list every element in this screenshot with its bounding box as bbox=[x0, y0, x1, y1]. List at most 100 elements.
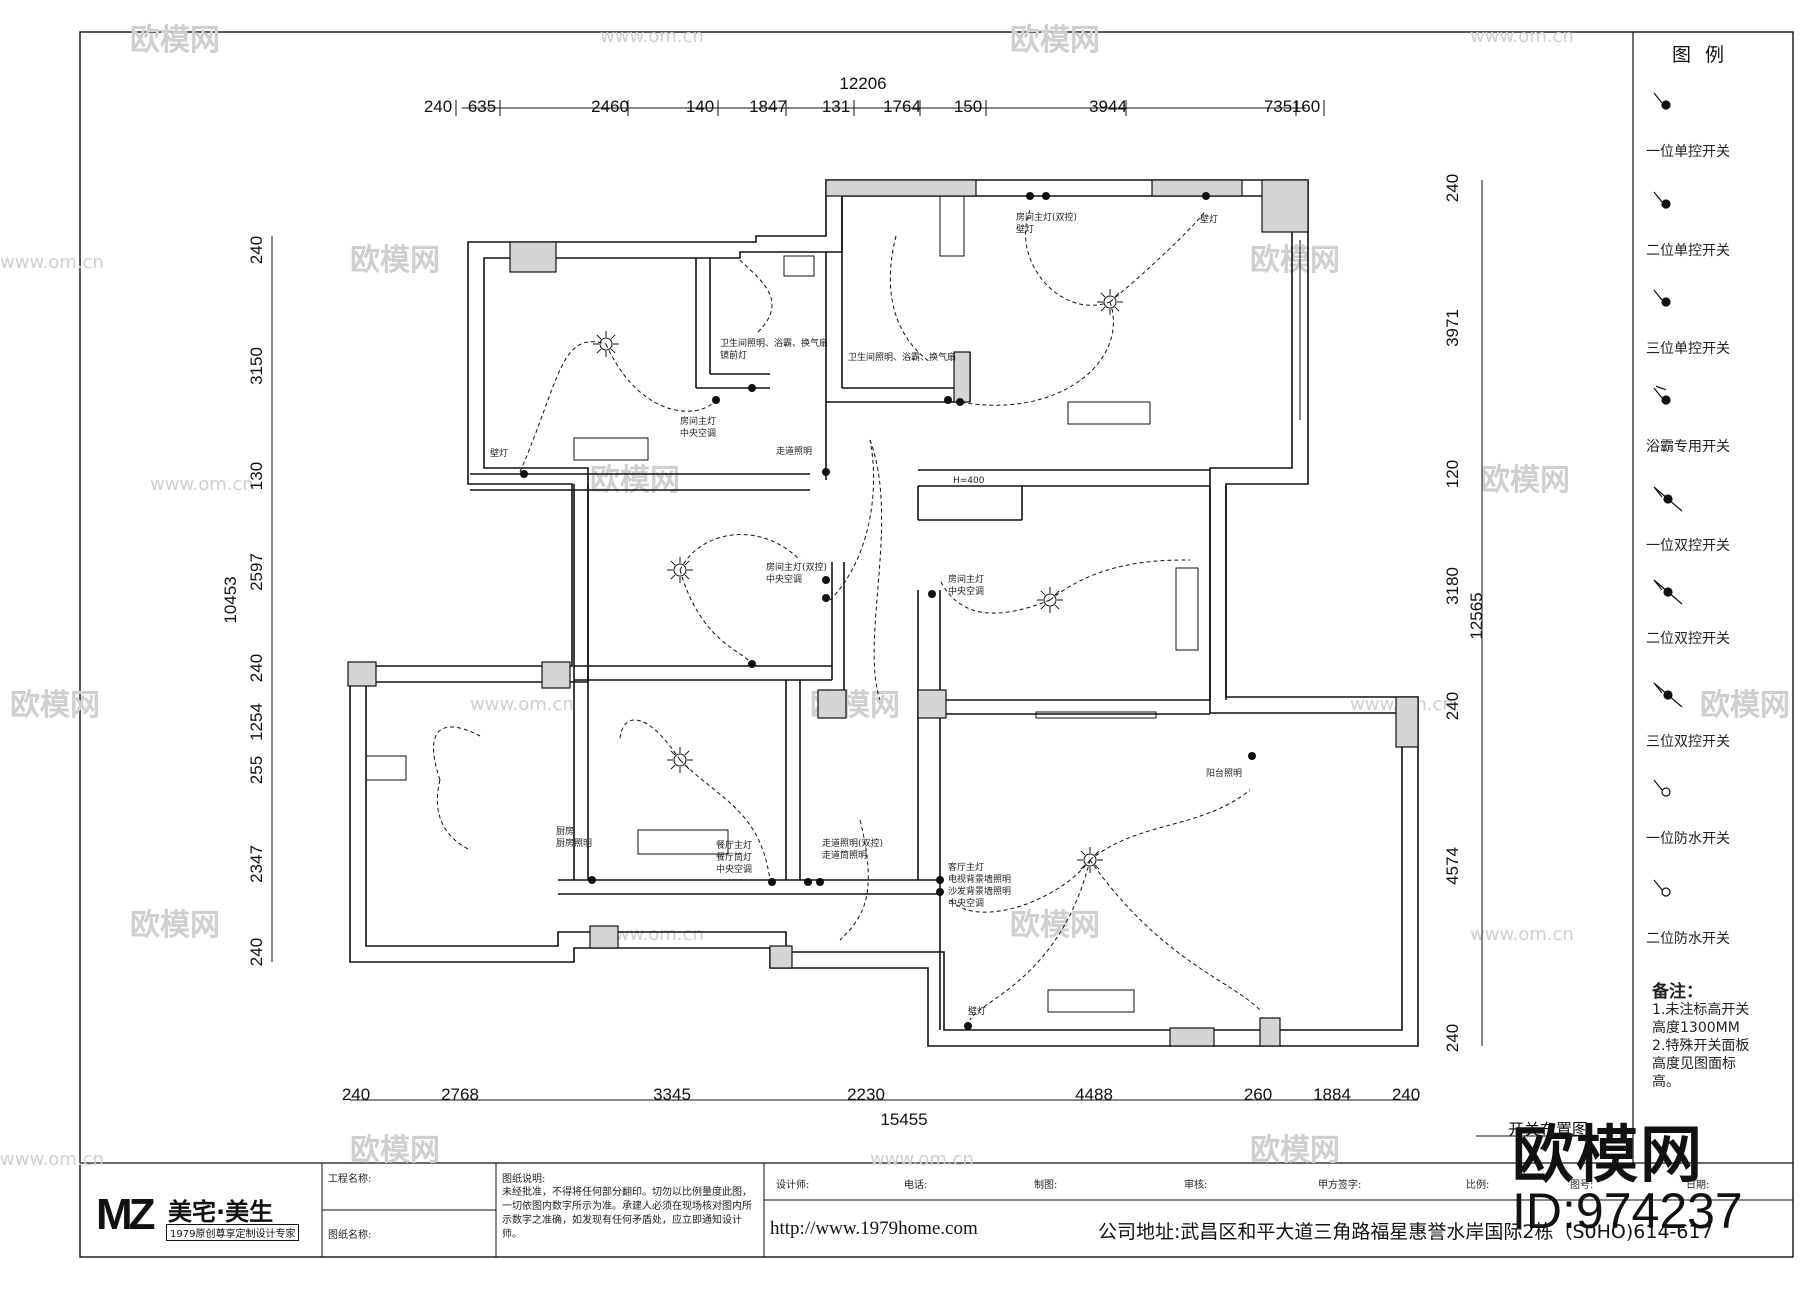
watermark-tile: 欧模网 bbox=[590, 463, 680, 498]
sheet-frame bbox=[79, 31, 1794, 1258]
dim-bottom-segment: 4488 bbox=[1075, 1085, 1113, 1104]
dim-top-segment: 150 bbox=[954, 97, 982, 116]
column bbox=[769, 945, 793, 969]
watermark-tile: 欧模网 bbox=[10, 688, 100, 723]
reviewer-label: 审核: bbox=[1184, 1180, 1208, 1191]
wiring-arc bbox=[433, 726, 481, 781]
designer-label: 设计师: bbox=[776, 1180, 810, 1191]
watermark-domain: www.om.cn bbox=[150, 474, 254, 495]
column bbox=[1169, 1027, 1215, 1047]
label-wall-lamp-nw: 壁灯 bbox=[490, 447, 508, 459]
label-bath1: 卫生间照明、浴霸、换气扇 bbox=[720, 337, 828, 349]
dim-left-total: 10453 bbox=[221, 576, 240, 623]
dim-top-segment: 2460 bbox=[591, 97, 629, 116]
switch-dot bbox=[712, 396, 720, 404]
wiring-arc bbox=[949, 859, 1091, 913]
scale-label: 比例: bbox=[1466, 1180, 1490, 1191]
ceiling-light-icon bbox=[1037, 587, 1063, 613]
switch-dot bbox=[936, 888, 944, 896]
drafter-label: 制图: bbox=[1034, 1180, 1058, 1191]
wiring-arc bbox=[839, 819, 869, 941]
legend-item-label: 三位双控开关 bbox=[1646, 734, 1730, 750]
watermark-tile: 欧模网 bbox=[1010, 908, 1100, 943]
column bbox=[825, 179, 977, 197]
switch-dot bbox=[964, 1022, 972, 1030]
wiring-arc bbox=[1089, 859, 1261, 1011]
watermark-tile: 欧模网 bbox=[130, 908, 220, 943]
phone-label: 电话: bbox=[904, 1180, 928, 1191]
room-labels: H=400 卫生间照明、浴霸、换气扇 镜前灯 卫生间照明、浴霸、换气扇 房间主灯… bbox=[490, 211, 1242, 1017]
watermark-domain: www.om.cn bbox=[600, 26, 704, 47]
watermark-tile: 欧模网 bbox=[1250, 1133, 1340, 1168]
dim-left-segment: 240 bbox=[247, 654, 266, 682]
wiring-arc bbox=[519, 341, 607, 473]
company-logo: MZ 美宅·美生 1979原创尊享定制设计专家 bbox=[96, 1190, 308, 1242]
legend-item-label: 二位单控开关 bbox=[1646, 243, 1730, 259]
wardrobe bbox=[1175, 567, 1199, 651]
wiring-arc bbox=[605, 343, 717, 412]
ceiling-light-icon bbox=[593, 331, 619, 357]
drawing-notes-body: 未经批准，不得将任何部分翻印。切勿以比例量度此图，一切依图内数字所示为准。承建人… bbox=[502, 1187, 752, 1240]
dim-left-segment: 1254 bbox=[247, 703, 266, 741]
label-room-nw: 房间主灯 bbox=[680, 415, 716, 427]
ceiling-light-icon bbox=[1097, 289, 1123, 315]
legend-item-label: 二位双控开关 bbox=[1646, 631, 1730, 647]
structural-columns bbox=[347, 179, 1419, 1047]
title-block-grid bbox=[321, 1135, 1793, 1257]
switch-dot bbox=[816, 878, 824, 886]
label-dining: 餐厅主灯 bbox=[716, 839, 752, 851]
watermark-layer: 欧模网欧模网欧模网欧模网欧模网欧模网欧模网欧模网欧模网欧模网欧模网欧模网欧模网w… bbox=[0, 23, 1790, 1170]
wiring-arc bbox=[869, 439, 883, 701]
watermark-tile: 欧模网 bbox=[1010, 23, 1100, 58]
label-room-mid: 房间主灯(双控) bbox=[766, 561, 827, 573]
dim-bottom-segment: 260 bbox=[1244, 1085, 1272, 1104]
label-room-ne-b: 壁灯 bbox=[1016, 223, 1034, 235]
legend-item-label: 二位防水开关 bbox=[1646, 931, 1730, 947]
dim-right-segment: 120 bbox=[1443, 460, 1462, 488]
legend-item-label: 一位双控开关 bbox=[1646, 538, 1730, 554]
legend-item-label: 浴霸专用开关 bbox=[1646, 439, 1730, 455]
outer-wall bbox=[349, 179, 1419, 1047]
switch-dot bbox=[1042, 192, 1050, 200]
legend-item-label: 一位防水开关 bbox=[1646, 831, 1730, 847]
counter bbox=[637, 829, 729, 855]
dim-bottom-segment: 1884 bbox=[1313, 1085, 1351, 1104]
switch-dot bbox=[1026, 192, 1034, 200]
dim-left-segment: 2347 bbox=[247, 845, 266, 883]
wiring-arc bbox=[619, 719, 681, 761]
stove bbox=[365, 755, 407, 781]
watermark-domain: www.om.cn bbox=[870, 1149, 974, 1170]
drawing-name-label: 图纸名称: bbox=[328, 1230, 372, 1241]
label-bath1b: 镜前灯 bbox=[720, 349, 747, 361]
label-room-nw-b: 中央空调 bbox=[680, 427, 716, 439]
sink bbox=[939, 195, 965, 257]
dim-bottom-total: 15455 bbox=[880, 1110, 927, 1129]
ceiling-light-icon bbox=[1077, 847, 1103, 873]
switch-dot bbox=[1248, 752, 1256, 760]
dim-bottom-segment: 240 bbox=[342, 1085, 370, 1104]
wiring-arc bbox=[889, 235, 931, 363]
label-kitchen: 厨房 bbox=[556, 825, 574, 837]
label-wall-lamp-ne: 壁灯 bbox=[1200, 213, 1218, 225]
wiring-arc bbox=[679, 534, 801, 571]
dim-left-segment: 255 bbox=[247, 756, 266, 784]
switch-dot bbox=[822, 576, 830, 584]
notes-panel: 备注： 1.未注标高开关高度1300MM 2.特殊开关面板高度见图面标高。 bbox=[1652, 983, 1762, 1091]
watermark-tile: 欧模网 bbox=[130, 23, 220, 58]
label-living-b: 电视背景墙照明 bbox=[948, 873, 1011, 885]
dim-left-segment: 240 bbox=[247, 236, 266, 264]
walls bbox=[349, 179, 1419, 1047]
drawing-no-label: 图号: bbox=[1570, 1180, 1594, 1191]
label-balcony: 阳台照明 bbox=[1206, 767, 1242, 779]
switch-1gang-2way-icon bbox=[1653, 486, 1683, 512]
dim-bottom-segment: 3345 bbox=[653, 1085, 691, 1104]
dim-top-segment: 1764 bbox=[883, 97, 921, 116]
notes-title: 备注： bbox=[1652, 982, 1703, 1002]
logo-mark: MZ bbox=[96, 1190, 155, 1239]
switch-2gang-2way-icon bbox=[1653, 579, 1683, 605]
wiring-arc bbox=[969, 859, 1091, 1021]
column bbox=[509, 241, 557, 273]
dim-left-segment: 240 bbox=[247, 938, 266, 966]
switch-dot bbox=[928, 590, 936, 598]
label-room-mid-b: 中央空调 bbox=[766, 573, 802, 585]
